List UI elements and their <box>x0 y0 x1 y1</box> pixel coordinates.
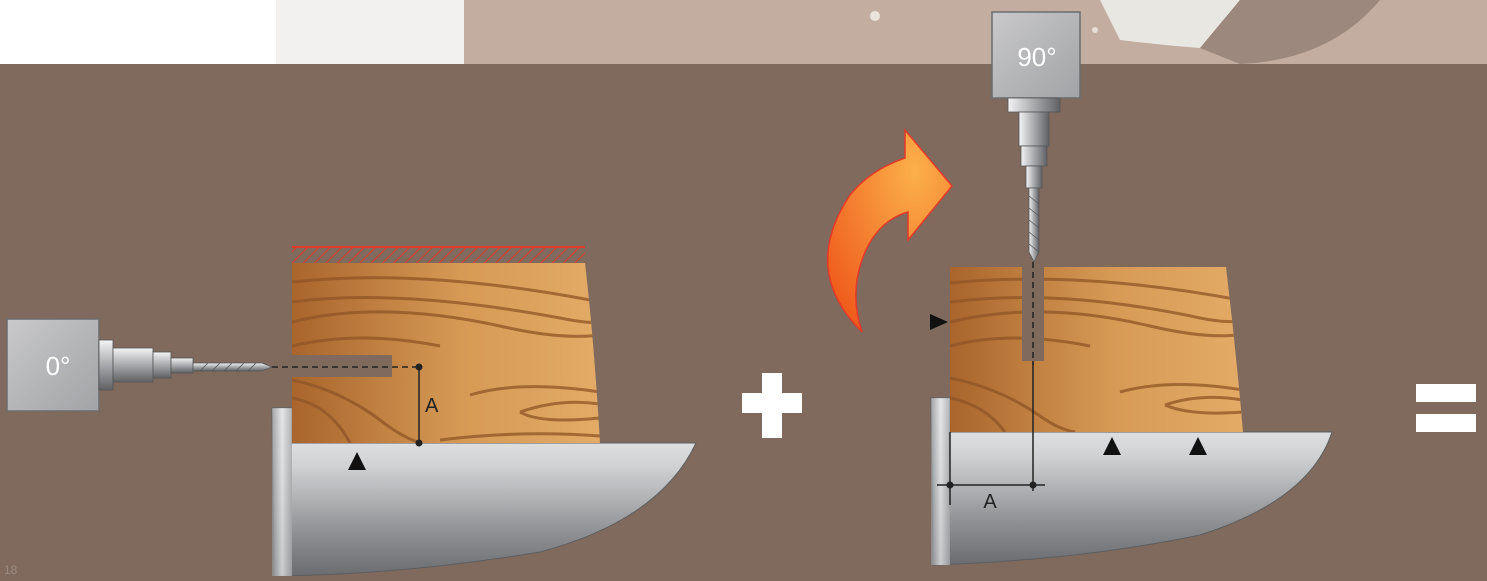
left-step: 0° A <box>7 247 696 576</box>
head-90-angle-label: 90° <box>1017 42 1056 72</box>
equals-sign <box>1416 384 1476 432</box>
dimension-a-right-label: A <box>983 491 997 513</box>
left-wood-block <box>292 247 600 443</box>
head-0-angle-label: 0° <box>46 351 71 381</box>
plus-sign <box>742 373 802 438</box>
horizontal-bore <box>292 355 392 377</box>
right-wood-block <box>950 267 1243 432</box>
rotation-arrow <box>828 130 952 332</box>
dimension-a-left-label: A <box>425 395 439 417</box>
page-number: 18 <box>4 563 17 577</box>
horizontal-drill-bit <box>193 363 272 371</box>
right-step: A 90° <box>828 12 1332 565</box>
top-strip <box>0 0 1487 64</box>
hatched-reference-face <box>292 247 585 263</box>
locating-mark-side <box>930 314 948 330</box>
